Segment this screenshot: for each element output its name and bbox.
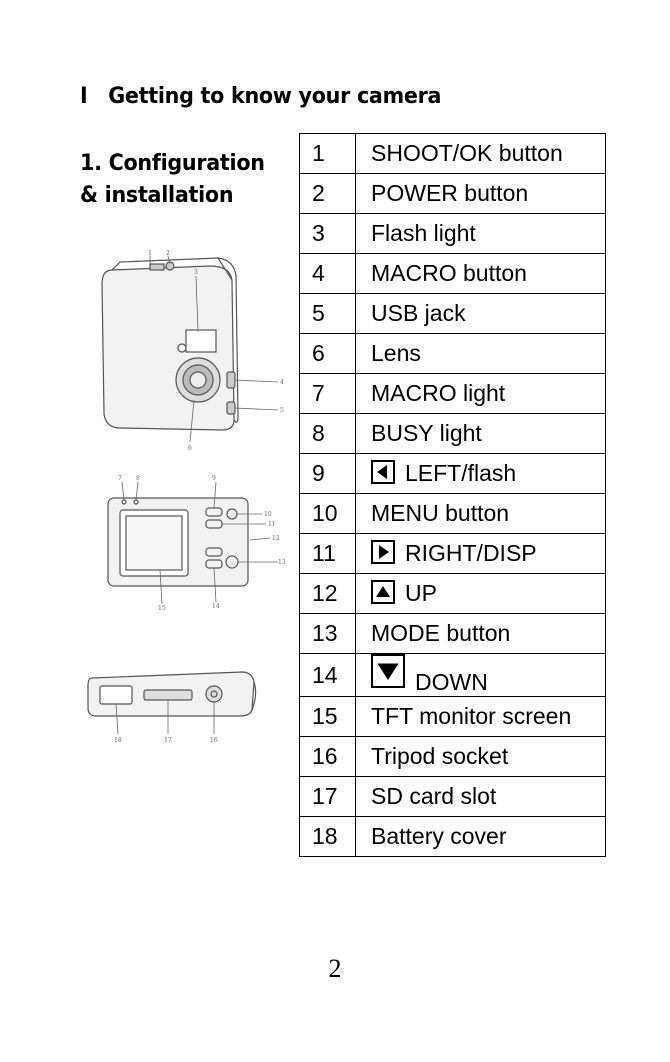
- camera-bottom-view-figure: 18 17 16: [87, 671, 257, 744]
- part-number: 11: [299, 533, 356, 574]
- table-row: 6 Lens: [299, 333, 606, 374]
- part-label-cell: LEFT/flash: [355, 453, 606, 494]
- part-label: UP: [405, 580, 437, 606]
- table-row: 17 SD card slot: [299, 776, 606, 817]
- part-number: 18: [299, 816, 356, 857]
- svg-text:8: 8: [136, 475, 140, 482]
- table-row: 10 MENU button: [299, 493, 606, 534]
- part-label: Tripod socket: [355, 736, 606, 777]
- camera-back-view-figure: 7 8 9 10 11 12 13 15 14: [107, 475, 286, 610]
- svg-text:14: 14: [212, 603, 220, 610]
- camera-front-view-figure: 1 2 3 4 5 6: [101, 250, 284, 452]
- page-number: 2: [328, 954, 342, 983]
- svg-text:18: 18: [114, 737, 122, 744]
- part-number: 10: [299, 493, 356, 534]
- part-number: 2: [299, 173, 356, 214]
- svg-text:9: 9: [212, 475, 216, 482]
- svg-text:4: 4: [280, 379, 284, 386]
- part-label: TFT monitor screen: [355, 696, 606, 737]
- part-label: RIGHT/DISP: [405, 540, 537, 566]
- part-label: USB jack: [355, 293, 606, 334]
- table-row: 18 Battery cover: [299, 816, 606, 857]
- section-heading: I Getting to know your camera: [80, 84, 441, 109]
- part-label-cell: DOWN: [355, 653, 606, 697]
- svg-text:11: 11: [268, 521, 276, 528]
- part-label: LEFT/flash: [405, 460, 517, 486]
- table-row: 5 USB jack: [299, 293, 606, 334]
- table-row: 7 MACRO light: [299, 373, 606, 414]
- part-label: DOWN: [415, 669, 488, 695]
- svg-text:7: 7: [118, 475, 122, 482]
- subsection-title-line1: 1. Configuration: [80, 151, 265, 176]
- table-row: 8 BUSY light: [299, 413, 606, 454]
- part-label: MODE button: [355, 613, 606, 654]
- table-row: 3 Flash light: [299, 213, 606, 254]
- part-number: 5: [299, 293, 356, 334]
- svg-text:1: 1: [148, 250, 152, 257]
- svg-text:12: 12: [272, 535, 280, 542]
- table-row: 4 MACRO button: [299, 253, 606, 294]
- part-label: Battery cover: [355, 816, 606, 857]
- left-arrow-icon: [371, 460, 395, 484]
- table-row: 12 UP: [299, 573, 606, 614]
- svg-text:5: 5: [280, 407, 284, 414]
- part-label: BUSY light: [355, 413, 606, 454]
- part-number: 4: [299, 253, 356, 294]
- table-row: 9 LEFT/flash: [299, 453, 606, 494]
- svg-text:3: 3: [194, 269, 198, 276]
- svg-text:2: 2: [166, 250, 170, 257]
- right-arrow-icon: [371, 540, 395, 564]
- svg-text:17: 17: [164, 737, 172, 744]
- part-number: 16: [299, 736, 356, 777]
- part-label: SD card slot: [355, 776, 606, 817]
- part-number: 8: [299, 413, 356, 454]
- part-number: 1: [299, 133, 356, 174]
- part-label: POWER button: [355, 173, 606, 214]
- part-label-cell: UP: [355, 573, 606, 614]
- svg-text:6: 6: [188, 445, 192, 452]
- part-label-cell: RIGHT/DISP: [355, 533, 606, 574]
- part-number: 15: [299, 696, 356, 737]
- up-arrow-icon: [371, 580, 395, 604]
- part-label: MENU button: [355, 493, 606, 534]
- part-label: MACRO light: [355, 373, 606, 414]
- part-label: MACRO button: [355, 253, 606, 294]
- part-number: 6: [299, 333, 356, 374]
- svg-text:16: 16: [210, 737, 218, 744]
- table-row: 15 TFT monitor screen: [299, 696, 606, 737]
- table-row: 13 MODE button: [299, 613, 606, 654]
- table-row: 16 Tripod socket: [299, 736, 606, 777]
- part-label: Flash light: [355, 213, 606, 254]
- svg-text:10: 10: [264, 511, 272, 518]
- part-number: 12: [299, 573, 356, 614]
- section-number: I: [80, 84, 88, 109]
- part-number: 9: [299, 453, 356, 494]
- subsection-heading: 1. Configuration & installation: [80, 148, 282, 212]
- table-row: 14 DOWN: [299, 653, 606, 697]
- svg-text:15: 15: [158, 605, 166, 610]
- down-arrow-icon: [371, 654, 405, 688]
- part-number: 7: [299, 373, 356, 414]
- section-title: Getting to know your camera: [108, 84, 442, 109]
- table-row: 1 SHOOT/OK button: [299, 133, 606, 174]
- part-number: 17: [299, 776, 356, 817]
- subsection-title-line2: & installation: [80, 183, 234, 208]
- part-number: 3: [299, 213, 356, 254]
- table-row: 2 POWER button: [299, 173, 606, 214]
- table-row: 11 RIGHT/DISP: [299, 533, 606, 574]
- part-number: 14: [299, 653, 356, 697]
- part-number: 13: [299, 613, 356, 654]
- part-label: Lens: [355, 333, 606, 374]
- svg-text:13: 13: [278, 559, 286, 566]
- part-label: SHOOT/OK button: [355, 133, 606, 174]
- parts-table: 1 SHOOT/OK button 2 POWER button 3 Flash…: [299, 133, 606, 857]
